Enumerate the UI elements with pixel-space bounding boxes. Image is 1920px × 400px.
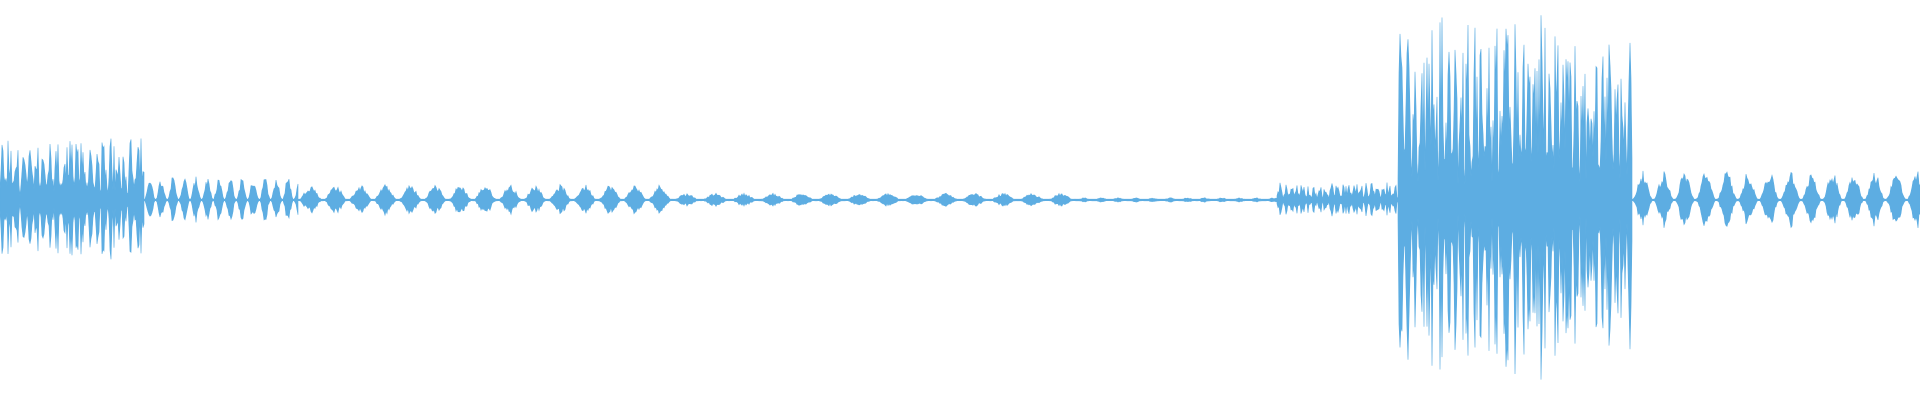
waveform-segment-6 — [1397, 15, 1633, 380]
waveform-segment-0 — [0, 138, 145, 260]
waveform-segment-5 — [1276, 182, 1399, 217]
waveform-segment-7 — [1631, 170, 1920, 229]
